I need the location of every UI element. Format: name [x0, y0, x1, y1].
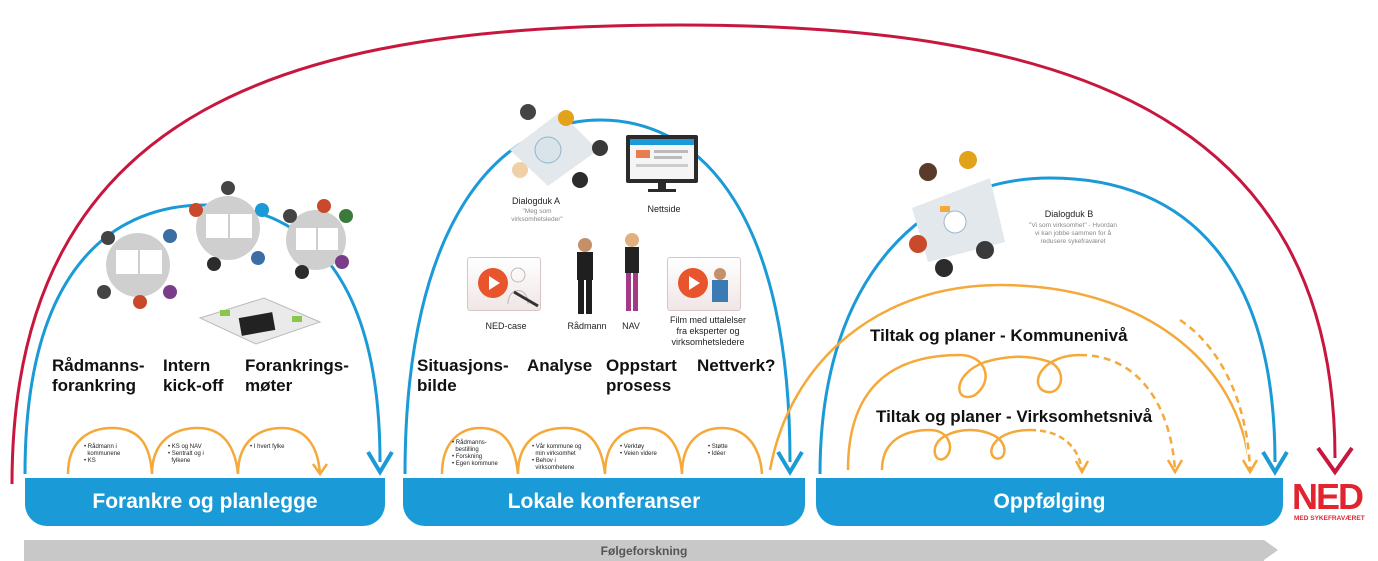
- step-analyse: Analyse: [527, 356, 593, 375]
- overall-red-arc: [10, 23, 1337, 485]
- blue-arrowhead-1: [366, 450, 394, 476]
- nav-figure: [625, 233, 639, 311]
- orange-loop-virksomhet-dashed: [1029, 428, 1084, 471]
- dialogduk-b-label: Dialogduk B: [1044, 209, 1094, 219]
- follow-research-arrow-tip: [1264, 540, 1278, 560]
- step-radmannsforankring: Rådmanns- forankring: [52, 356, 145, 395]
- step-nettverk: Nettverk?: [697, 356, 776, 375]
- phase-lokale-konferanser[interactable]: Lokale konferanser: [403, 478, 805, 526]
- orange-loop-virksomhet: [880, 428, 1031, 471]
- table-illustration-3: [283, 199, 353, 279]
- bullet-note: • I hvert fylke: [250, 444, 285, 450]
- blue-arrowhead-2: [776, 450, 804, 476]
- bullet-note: • KS og NAV • Sentralt og i fylkene: [168, 444, 204, 464]
- dialogduk-b-quote: "Vi som virksomhet" - Hvordan vi kan job…: [1029, 222, 1117, 245]
- radmann-label: Rådmann: [567, 321, 607, 331]
- nettside-label: Nettside: [647, 204, 681, 214]
- dialogduk-a-label: Dialogduk A: [511, 196, 561, 206]
- monitor-illustration: [626, 135, 698, 192]
- blue-arc-phase2: [403, 118, 792, 475]
- step-forankringsmoter: Forankrings- møter: [245, 356, 349, 395]
- phase-forankre[interactable]: Forankre og planlegge: [25, 478, 385, 526]
- blue-arc-phase3: [818, 176, 1277, 475]
- bullet-note: • Vår kommune og min virksomhet • Behov …: [532, 444, 582, 471]
- dialogduk-a-illustration: [510, 104, 608, 188]
- bullet-note: • Rådmanns- bestilling • Forskning • Ege…: [452, 440, 498, 467]
- bullet-note: • Verktøy • Veien videre: [620, 444, 657, 457]
- dialogduk-a-quote: "Meg som virksomhetsleder": [511, 208, 563, 223]
- bullet-note: • Støtte • Idéer: [708, 444, 728, 457]
- orange-small-loops-phase1: [66, 426, 322, 475]
- ned-case-video-tile[interactable]: [467, 257, 541, 311]
- table-illustration-2: [189, 181, 269, 271]
- step-intern-kickoff: Intern kick-off: [163, 356, 224, 395]
- film-label: Film med uttalelser fra eksperter og vir…: [669, 315, 747, 347]
- radmann-figure: [577, 238, 593, 314]
- orange-bridge-dashed: [1179, 318, 1252, 471]
- step-tiltak-virksomhet: Tiltak og planer - Virksomhetsnivå: [876, 407, 1153, 426]
- phase-oppfolging[interactable]: Oppfølging: [816, 478, 1283, 526]
- blue-arrowhead-3: [1261, 450, 1289, 476]
- ned-case-label: NED-case: [485, 321, 527, 331]
- follow-research-bar: Følgeforskning: [24, 540, 1264, 561]
- step-situasjonsbilde: Situasjons- bilde: [417, 356, 509, 395]
- mat-illustration: [198, 297, 322, 345]
- orange-bridge-arc: [768, 283, 1252, 471]
- film-video-tile[interactable]: [667, 257, 741, 311]
- blue-arc-phase1: [23, 203, 382, 475]
- red-arrowhead: [1316, 446, 1354, 476]
- step-oppstart-prosess: Oppstart prosess: [606, 356, 677, 395]
- ned-logo: NED MED SYKEFRAVÆRET: [1292, 476, 1365, 523]
- step-tiltak-kommune: Tiltak og planer - Kommunenivå: [870, 326, 1128, 345]
- orange-small-loops-phase2: [440, 426, 764, 475]
- orange-loop-kommune: [846, 353, 1081, 471]
- nav-label: NAV: [622, 321, 640, 331]
- table-illustration-1: [97, 229, 177, 309]
- dialogduk-b-illustration: [909, 151, 1005, 277]
- bullet-note: • Rådmann i kommunene • KS: [84, 444, 121, 464]
- orange-loop-kommune-dashed: [1079, 353, 1177, 471]
